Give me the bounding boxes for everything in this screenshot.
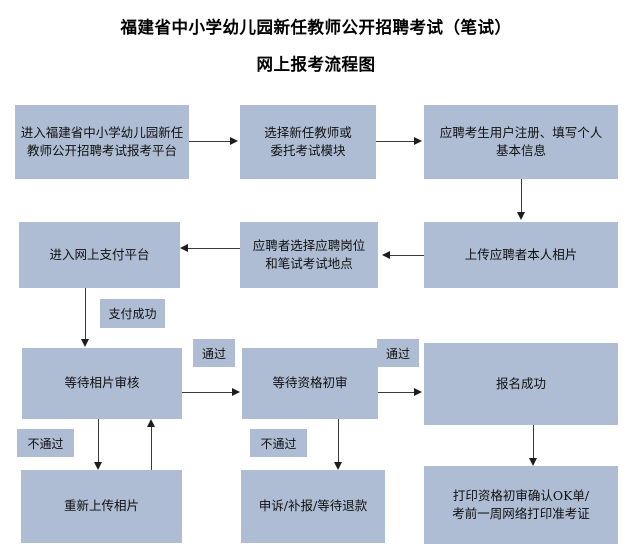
edge-label-pass-photo-text: 通过: [201, 346, 226, 361]
arrow-select-module-to-register-info: [376, 141, 416, 143]
node-print-docs-label: 打印资格初审确认OK单/ 考前一周网络打印准考证: [452, 487, 590, 521]
node-await-photo-review-label: 等待相片审核: [64, 375, 140, 391]
node-enter-payment[interactable]: 进入网上支付平台: [19, 222, 180, 288]
arrow-reupload-photo-to-await-photo-review: [151, 425, 153, 470]
arrowhead-register-info-to-upload-photo: [517, 212, 525, 220]
edge-label-pass-qualification: 通过: [377, 339, 419, 367]
edge-label-payment-success-text: 支付成功: [108, 307, 157, 321]
arrow-select-post-site-to-enter-payment: [186, 248, 240, 250]
node-register-info-label: 应聘考生用户注册、填写个人 基本信息: [439, 124, 603, 158]
node-print-docs[interactable]: 打印资格初审确认OK单/ 考前一周网络打印准考证: [424, 466, 618, 544]
node-select-post-site[interactable]: 应聘者选择应聘岗位 和笔试考试地点: [240, 222, 378, 288]
arrowhead-upload-photo-to-select-post-site: [382, 251, 390, 259]
edge-label-pass-qualification-text: 通过: [385, 346, 410, 361]
edge-label-fail-photo: 不通过: [17, 429, 74, 457]
arrow-upload-photo-to-select-post-site: [388, 255, 424, 257]
node-signup-success[interactable]: 报名成功: [424, 343, 618, 425]
arrowhead-reupload-photo-to-await-photo-review: [147, 419, 155, 427]
arrowhead-await-photo-review-to-reupload-photo: [94, 462, 102, 470]
node-select-post-site-label: 应聘者选择应聘岗位 和笔试考试地点: [252, 237, 366, 271]
arrowhead-await-qualification-to-appeal-refund: [334, 462, 342, 470]
arrowhead-signup-success-to-print-docs: [529, 458, 537, 466]
node-appeal-refund[interactable]: 申诉/补报/等待退款: [241, 470, 385, 543]
arrow-await-qualification-to-signup-success: [378, 392, 418, 394]
node-upload-photo-label: 上传应聘者本人相片: [464, 246, 578, 262]
node-reupload-photo-label: 重新上传相片: [63, 498, 139, 514]
node-reupload-photo[interactable]: 重新上传相片: [21, 470, 182, 543]
node-register-info[interactable]: 应聘考生用户注册、填写个人 基本信息: [424, 105, 618, 179]
arrow-await-photo-review-to-await-qualification: [182, 392, 234, 394]
node-upload-photo[interactable]: 上传应聘者本人相片: [424, 222, 618, 288]
node-enter-platform-label: 进入福建省中小学幼儿园新任 教师公开招聘考试报考平台: [20, 124, 184, 158]
node-appeal-refund-label: 申诉/补报/等待退款: [258, 498, 368, 514]
node-enter-payment-label: 进入网上支付平台: [49, 246, 150, 262]
edge-label-fail-qualification: 不通过: [250, 429, 307, 457]
arrowhead-select-module-to-register-info: [414, 137, 422, 145]
node-await-photo-review[interactable]: 等待相片审核: [22, 348, 182, 419]
edge-label-payment-success: 支付成功: [100, 299, 165, 328]
node-await-qualification[interactable]: 等待资格初审: [242, 348, 378, 419]
node-await-qualification-label: 等待资格初审: [272, 375, 348, 391]
edge-label-fail-photo-text: 不通过: [27, 436, 64, 451]
arrow-register-info-to-upload-photo: [521, 179, 523, 215]
arrow-await-photo-review-to-reupload-photo: [98, 419, 100, 466]
arrowhead-enter-platform-to-select-module: [230, 137, 238, 145]
edge-label-pass-photo: 通过: [193, 339, 235, 367]
page-title-line-1: 福建省中小学幼儿园新任教师公开招聘考试（笔试）: [120, 18, 512, 37]
arrowhead-select-post-site-to-enter-payment: [180, 244, 188, 252]
page-title-line-2: 网上报考流程图: [256, 55, 376, 74]
arrowhead-await-photo-review-to-await-qualification: [232, 388, 240, 396]
arrowhead-await-qualification-to-signup-success: [414, 388, 422, 396]
arrowhead-enter-payment-to-await-photo-review: [81, 339, 89, 347]
arrow-enter-platform-to-select-module: [189, 141, 232, 143]
node-select-module[interactable]: 选择新任教师或 委托考试模块: [240, 105, 376, 179]
arrow-signup-success-to-print-docs: [533, 425, 535, 463]
node-select-module-label: 选择新任教师或 委托考试模块: [264, 124, 352, 158]
node-signup-success-label: 报名成功: [495, 375, 546, 391]
arrow-await-qualification-to-appeal-refund: [338, 419, 340, 466]
edge-label-fail-qualification-text: 不通过: [260, 436, 297, 451]
arrow-enter-payment-to-await-photo-review: [85, 288, 87, 342]
node-enter-platform[interactable]: 进入福建省中小学幼儿园新任 教师公开招聘考试报考平台: [15, 105, 189, 179]
